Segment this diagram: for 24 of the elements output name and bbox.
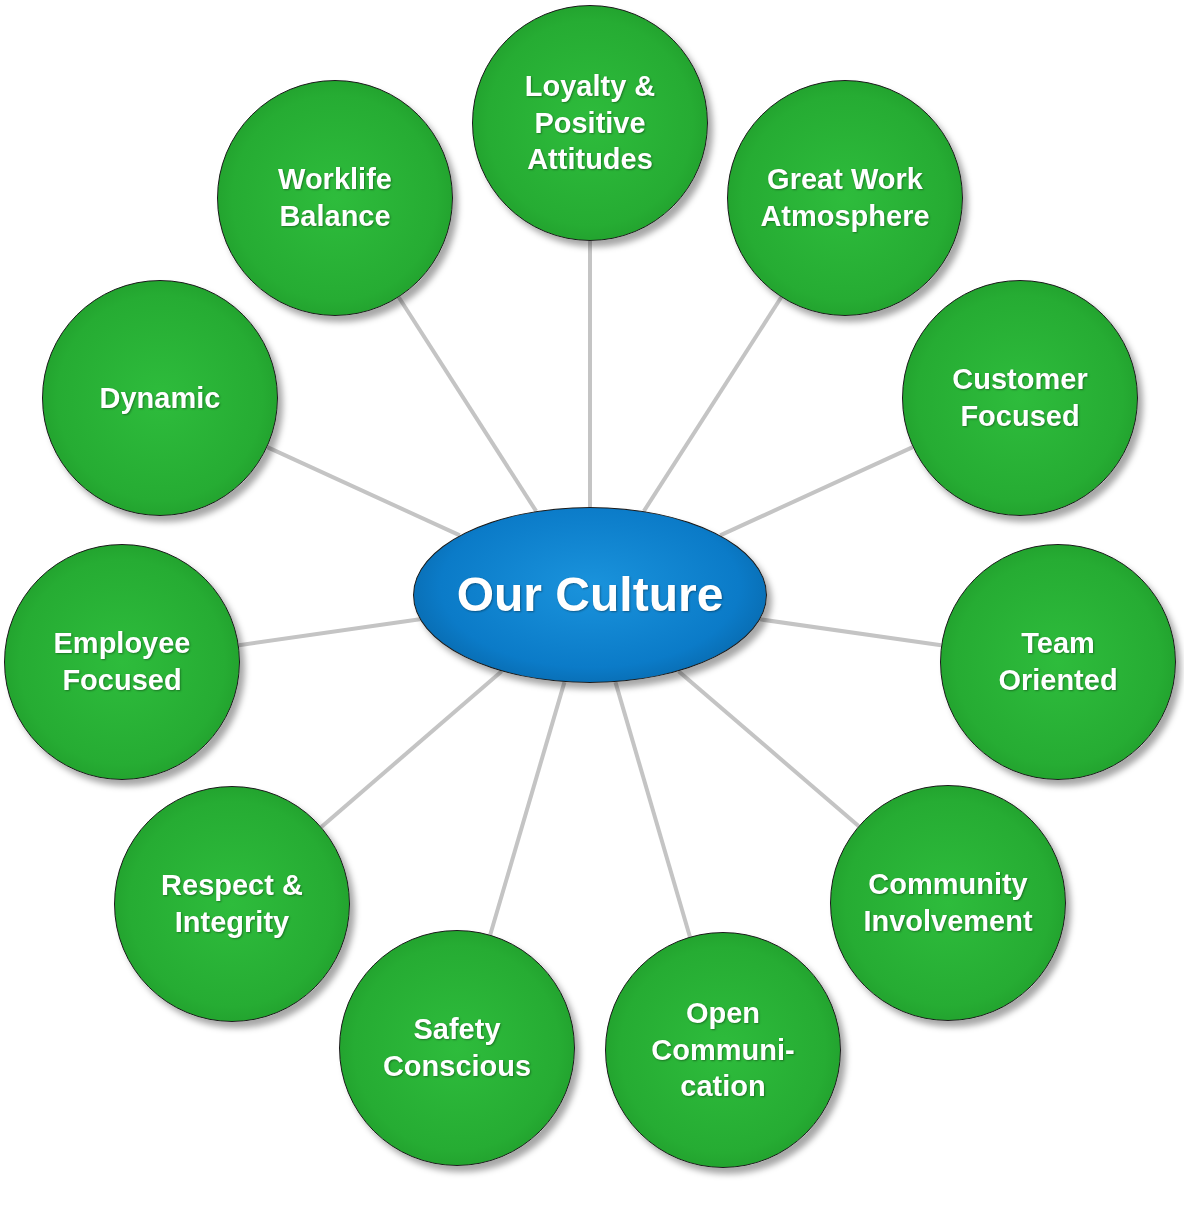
node-label: Team Oriented [997,626,1119,698]
node-label: Worklife Balance [277,162,393,234]
connector-line [588,241,592,507]
connector-line [320,669,503,829]
connector-line [238,617,421,648]
connector-line [642,296,783,513]
connector-line [759,617,942,648]
node-label: Respect & Integrity [160,868,304,940]
node-label: Open Communi- cation [650,995,796,1105]
connector-line [677,669,860,828]
node-label: Community Involvement [862,867,1034,939]
node-label: Our Culture [456,566,724,623]
node-label: Safety Conscious [381,1012,533,1084]
node-label: Great Work Atmosphere [759,162,931,234]
node-label: Employee Focused [52,626,192,698]
node-label: Loyalty & Positive Attitudes [523,68,657,178]
connector-line [266,445,461,538]
connector-line [488,681,567,936]
node-label: Customer Focused [951,362,1089,434]
connector-line [719,445,914,538]
topic-circle [114,786,350,1022]
node-label: Dynamic [99,380,221,416]
connector-line [397,296,538,513]
connector-line [613,681,692,938]
